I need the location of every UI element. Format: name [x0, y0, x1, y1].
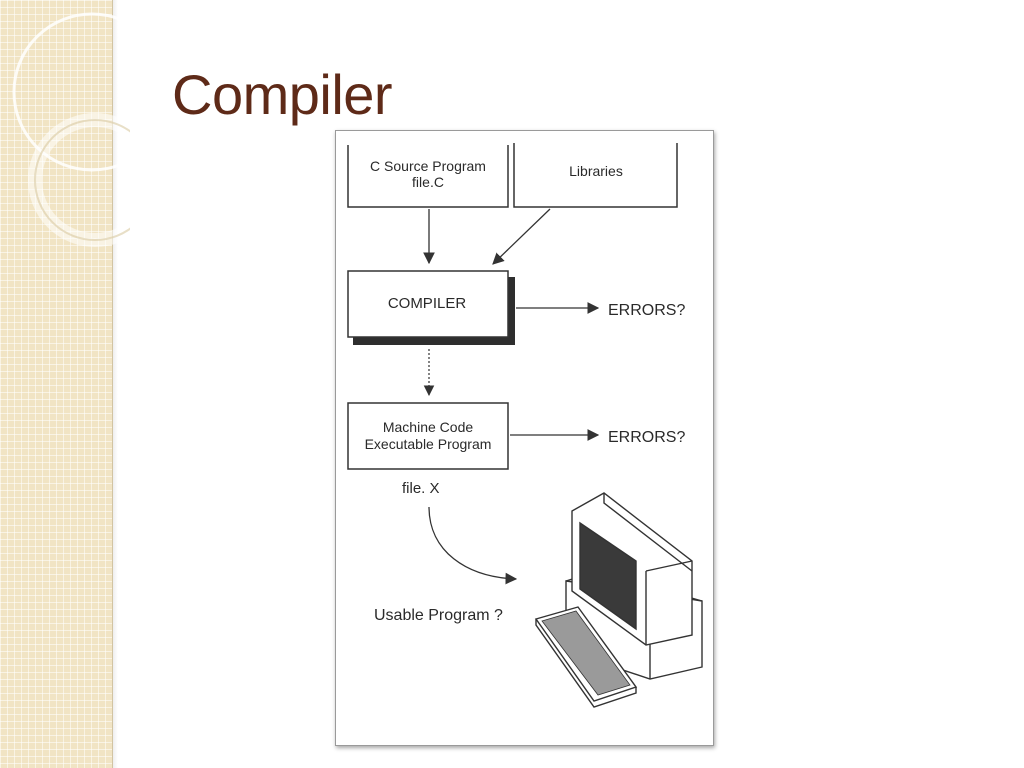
machine-code-box: Machine Code Executable Program	[347, 402, 509, 470]
source-file-label: file.C	[412, 174, 444, 190]
compiler-errors-label: ERRORS?	[608, 302, 685, 319]
source-program-label: C Source Program	[370, 158, 486, 174]
decorative-rings	[12, 12, 130, 247]
slide-title: Compiler	[172, 63, 393, 126]
file-x-label: file. X	[402, 480, 440, 497]
usable-program-label: Usable Program ?	[374, 607, 503, 624]
side-strip-shadow	[112, 0, 118, 768]
libraries-label: Libraries	[569, 163, 623, 179]
file-to-computer-arrow	[428, 506, 518, 585]
compiler-diagram-figure: C Source Program file.C Libraries COMPIL…	[335, 130, 714, 746]
machine-code-label: Machine Code	[383, 419, 473, 435]
decorative-ring-small-outline	[34, 119, 130, 241]
libraries-box: Libraries	[513, 143, 678, 208]
machine-errors-label: ERRORS?	[608, 429, 685, 446]
compiler-box: COMPILER	[347, 270, 515, 345]
computer-icon	[534, 492, 703, 708]
decorative-ring-large	[12, 12, 130, 172]
source-program-box: C Source Program file.C	[347, 145, 509, 208]
libraries-to-compiler-arrow	[492, 208, 551, 265]
decorative-ring-small	[28, 113, 130, 247]
compiler-label: COMPILER	[388, 295, 467, 312]
executable-program-label: Executable Program	[365, 436, 492, 452]
